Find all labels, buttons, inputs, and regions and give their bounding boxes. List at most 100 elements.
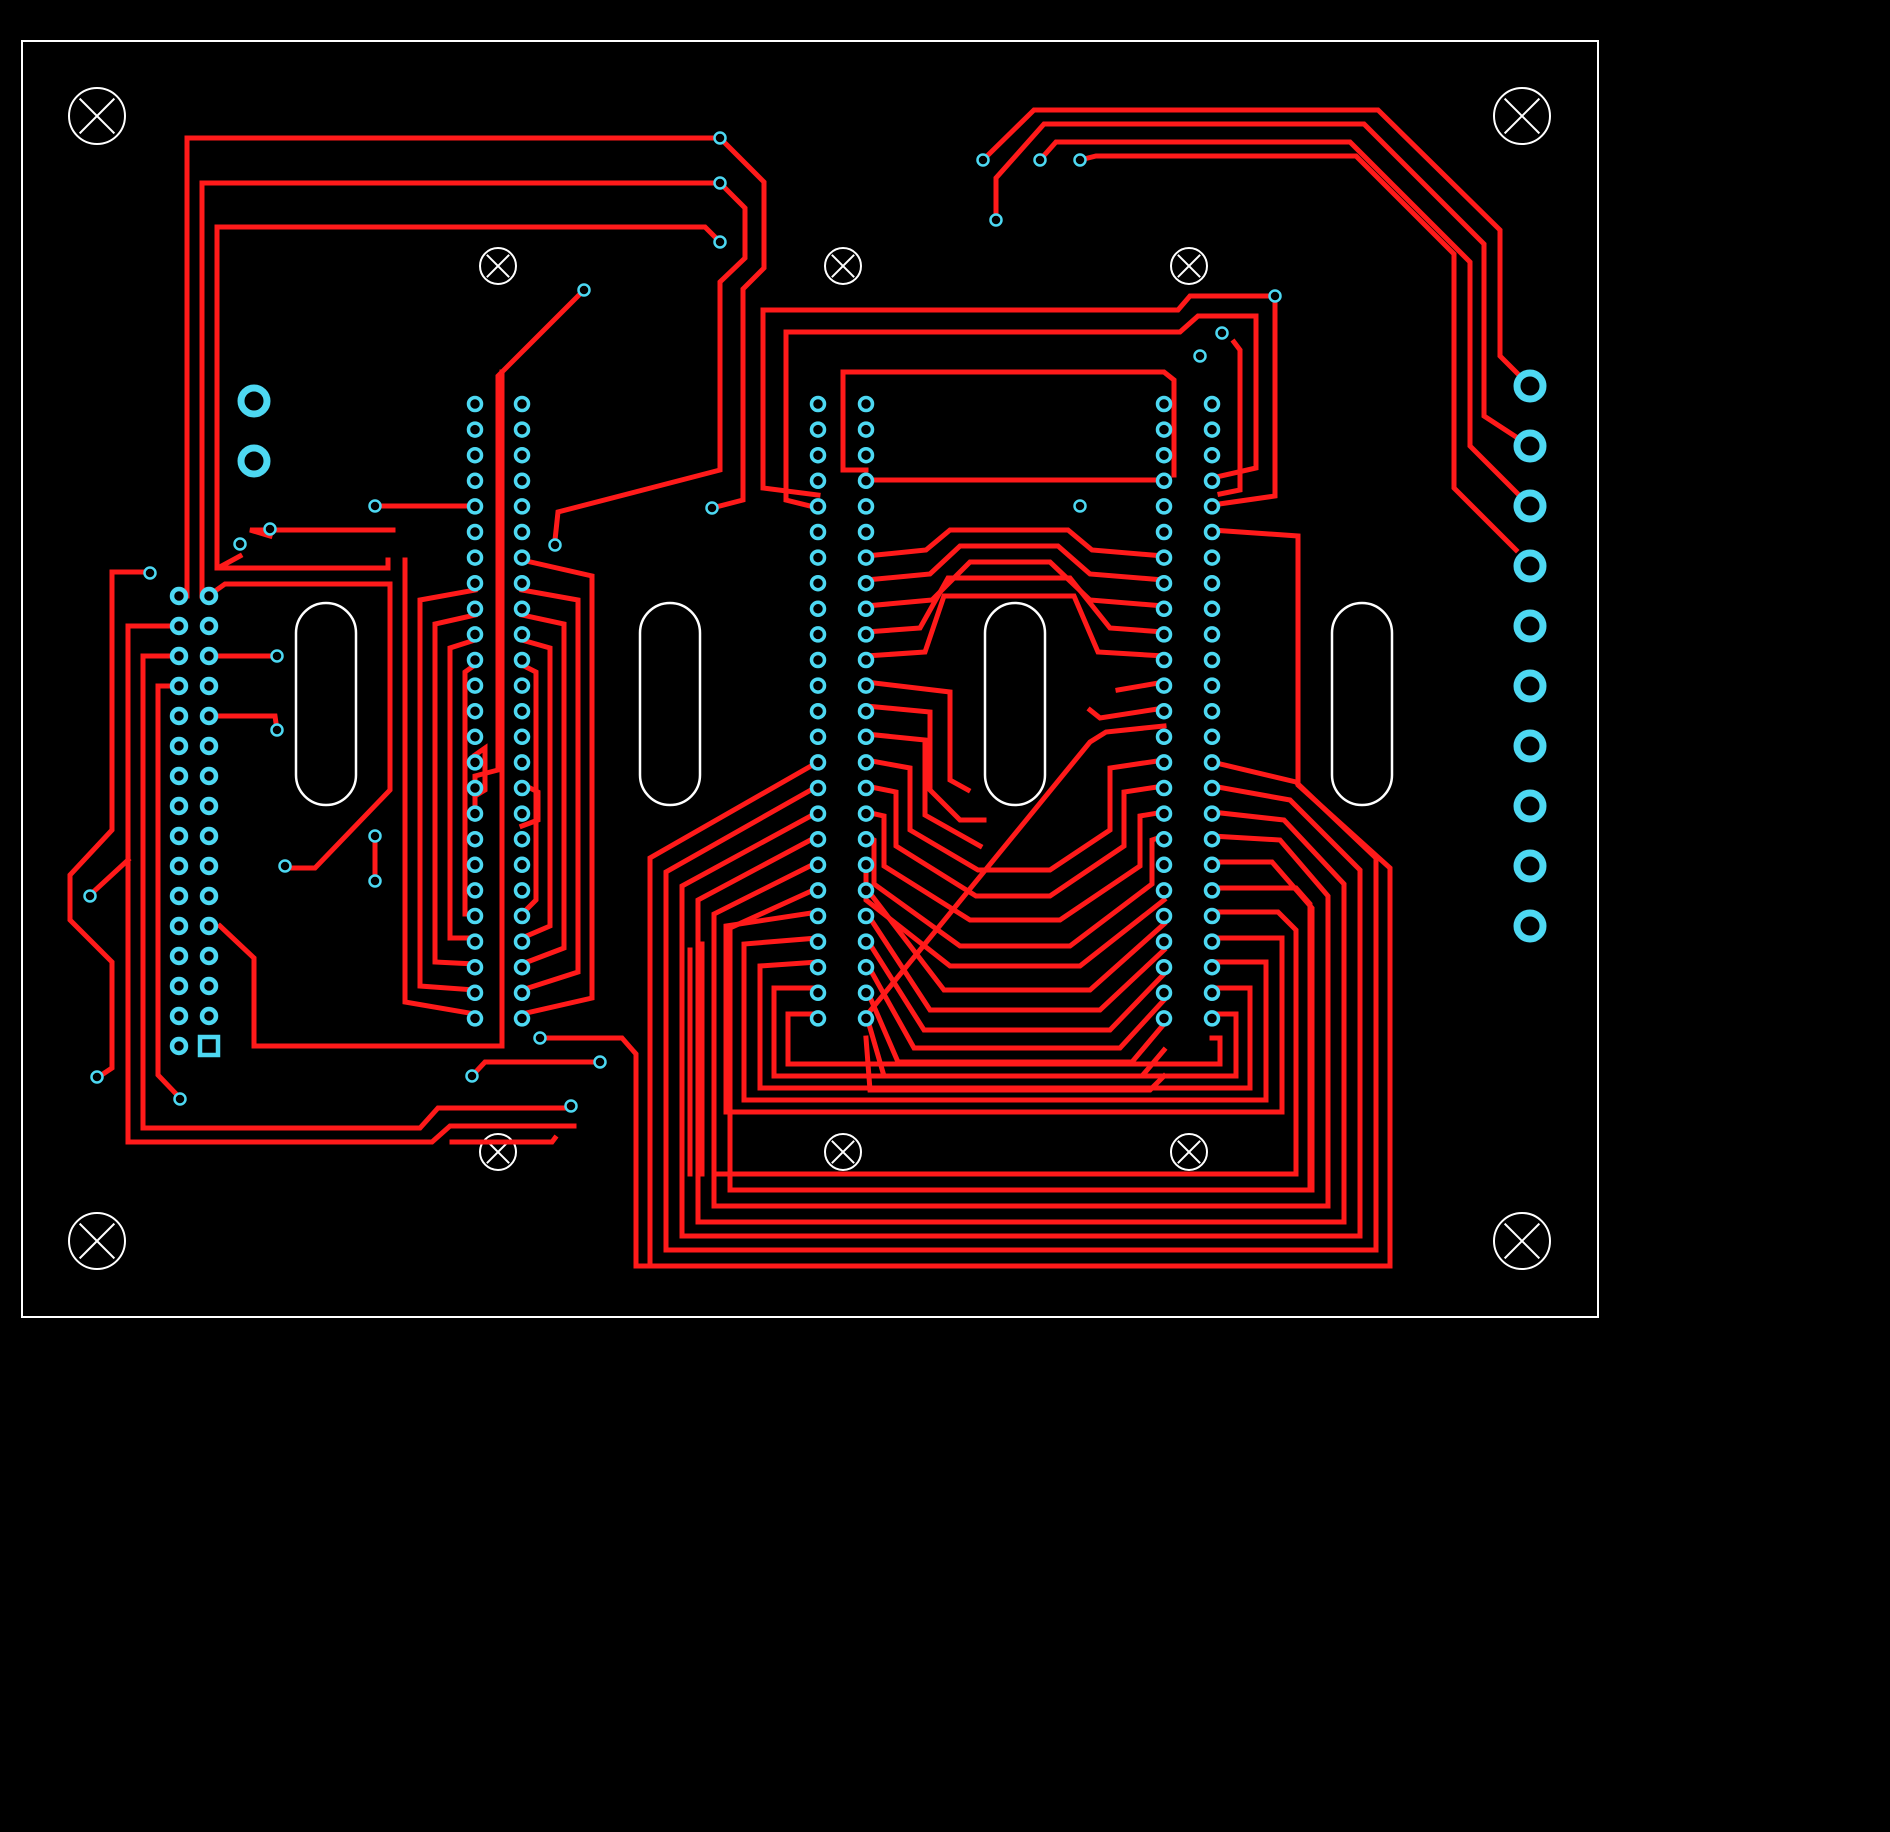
trace-u-17 xyxy=(1209,885,1313,1191)
ic-right-pin xyxy=(857,856,875,874)
ic-right-pin xyxy=(809,651,827,669)
ic-left-pin xyxy=(513,395,531,413)
trace-u-10 xyxy=(771,985,821,1079)
mounting-hole xyxy=(479,1133,517,1171)
ic-right-pin xyxy=(857,958,875,976)
ic-left-pin xyxy=(466,779,484,797)
trace-fan-15 xyxy=(862,908,1168,1013)
ic-left-pin xyxy=(513,856,531,874)
via xyxy=(1073,499,1087,513)
header-pin xyxy=(169,1006,189,1026)
trace-fan-14 xyxy=(862,884,1168,993)
ic-right-pin xyxy=(1203,574,1221,592)
trace-fan-7 xyxy=(863,703,987,823)
trace-u-1 xyxy=(647,758,822,1267)
trace-fan-6 xyxy=(863,679,972,794)
ic-left-pin xyxy=(513,626,531,643)
trace-u-11 xyxy=(785,1011,821,1067)
trace-u-14 xyxy=(695,809,1347,1225)
via xyxy=(465,1069,479,1083)
ic-left-pin xyxy=(466,574,484,592)
header-pin xyxy=(169,766,189,786)
ic-right-pin xyxy=(1155,958,1173,976)
ic-left-pin xyxy=(466,446,484,464)
ic-right-pin xyxy=(809,907,827,925)
via xyxy=(368,874,382,888)
trace-loop-2 xyxy=(417,587,478,993)
trace-fan-3 xyxy=(863,559,1167,609)
ic-left-pin xyxy=(513,677,531,694)
via xyxy=(143,566,157,580)
ic-right-pin xyxy=(857,677,875,694)
trace-top-1 xyxy=(184,135,767,599)
trace-u-4 xyxy=(695,832,822,1225)
ic-right-pin xyxy=(857,933,875,950)
trace-loop-1 xyxy=(402,557,478,1017)
ic-right-pin xyxy=(857,779,875,797)
ic-left-pin xyxy=(513,523,531,541)
ic-left-pin xyxy=(513,728,531,746)
ic-right-pin xyxy=(857,421,875,438)
ic-right-pin xyxy=(1203,728,1221,746)
ic-right-pin xyxy=(1203,702,1221,720)
ic-right-pin xyxy=(809,805,827,822)
trace-fan-23 xyxy=(1086,705,1167,721)
ic-left-pin xyxy=(513,830,531,848)
ic-right-pin xyxy=(1155,626,1173,643)
ic-right-pin xyxy=(1155,779,1173,797)
ic-right-pin xyxy=(1203,779,1221,797)
ic-right-pin xyxy=(809,830,827,848)
ic-right-pin xyxy=(809,677,827,694)
ic-right-pin xyxy=(1203,498,1221,515)
ic-right-pin xyxy=(1155,907,1173,925)
header-pin xyxy=(169,646,189,666)
trace-u-13 xyxy=(679,783,1363,1239)
via xyxy=(989,213,1003,227)
header-pin xyxy=(199,586,219,606)
trace-u-23 xyxy=(785,1035,1223,1067)
ic-right-pin xyxy=(809,779,827,797)
slot-cutouts xyxy=(294,601,1394,807)
ic-right-pin xyxy=(1155,882,1173,899)
via xyxy=(368,829,382,843)
via xyxy=(564,1099,578,1113)
ic-right-pin xyxy=(857,395,875,413)
ic-right-pin xyxy=(1155,805,1173,822)
ic-left-pin xyxy=(466,728,484,746)
header-pin xyxy=(169,856,189,876)
header-pin xyxy=(169,1036,189,1056)
ic-left-pin xyxy=(513,805,531,822)
trace-u-9 xyxy=(757,959,821,1091)
mounting-hole xyxy=(1493,1212,1551,1270)
ic-right-pin xyxy=(857,549,875,566)
trace-hdr-2 xyxy=(204,581,393,871)
ic-right-pin xyxy=(1155,677,1173,694)
ic-left-pin xyxy=(466,421,484,438)
ic-left-pin xyxy=(466,907,484,925)
via xyxy=(270,723,284,737)
header-pin xyxy=(199,976,219,996)
ic-left-pin xyxy=(466,830,484,848)
ic-right-pin xyxy=(857,1010,875,1027)
ic-right-pin xyxy=(809,728,827,746)
ic-right-pin xyxy=(1155,395,1173,413)
via xyxy=(263,522,277,536)
pads-and-vias xyxy=(83,131,1547,1113)
header-pin xyxy=(169,826,189,846)
via xyxy=(368,499,382,513)
ic-right-pin xyxy=(1203,651,1221,669)
trace-hdr-9 xyxy=(140,653,568,1131)
slot-2 xyxy=(638,601,702,807)
trace-conn-3 xyxy=(1036,139,1534,510)
ic-right-pin xyxy=(857,523,875,541)
ic-right-pin xyxy=(809,958,827,976)
ic-left-pin xyxy=(513,984,531,1002)
ic-right-pin xyxy=(809,472,827,490)
ic-left-pin xyxy=(466,651,484,669)
ic-left-pin xyxy=(466,856,484,874)
header-pin xyxy=(169,796,189,816)
terminal-pad xyxy=(1513,489,1547,523)
ic-right-pin xyxy=(1155,1010,1173,1027)
mounting-holes xyxy=(68,87,1551,1270)
